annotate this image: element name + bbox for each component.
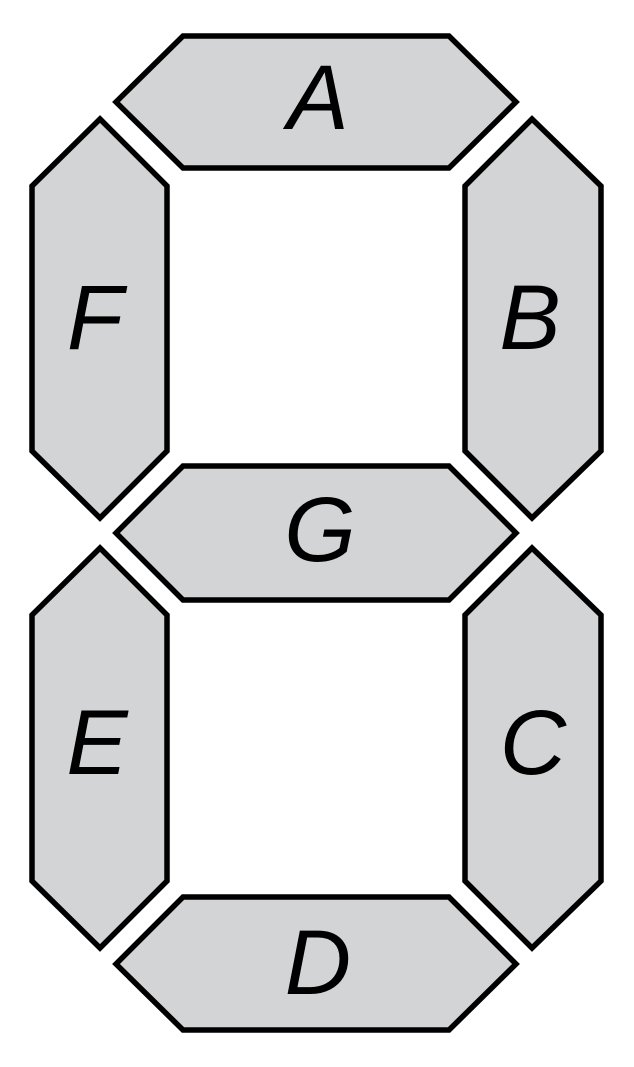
- segment-f: F: [29, 115, 170, 522]
- segment-e: E: [29, 544, 170, 952]
- segment-c-shape: [462, 544, 604, 952]
- segment-b: B: [462, 115, 604, 522]
- segment-g: G: [112, 463, 520, 603]
- segment-d: D: [112, 894, 520, 1033]
- segment-f-label: F: [67, 267, 128, 369]
- segment-c-label: C: [500, 692, 567, 794]
- segment-a: A: [112, 33, 520, 171]
- segment-c: C: [462, 544, 604, 952]
- segment-a-shape: [112, 33, 520, 171]
- segment-d-label: D: [285, 912, 351, 1014]
- segment-e-shape: [29, 544, 170, 952]
- segment-g-label: G: [284, 479, 356, 581]
- segment-g-shape: [112, 463, 520, 603]
- segment-d-shape: [112, 894, 520, 1033]
- segment-e-label: E: [66, 692, 129, 794]
- segment-b-shape: [462, 115, 604, 522]
- segment-a-label: A: [282, 47, 348, 149]
- segment-b-label: B: [499, 267, 560, 369]
- segment-f-shape: [29, 115, 170, 522]
